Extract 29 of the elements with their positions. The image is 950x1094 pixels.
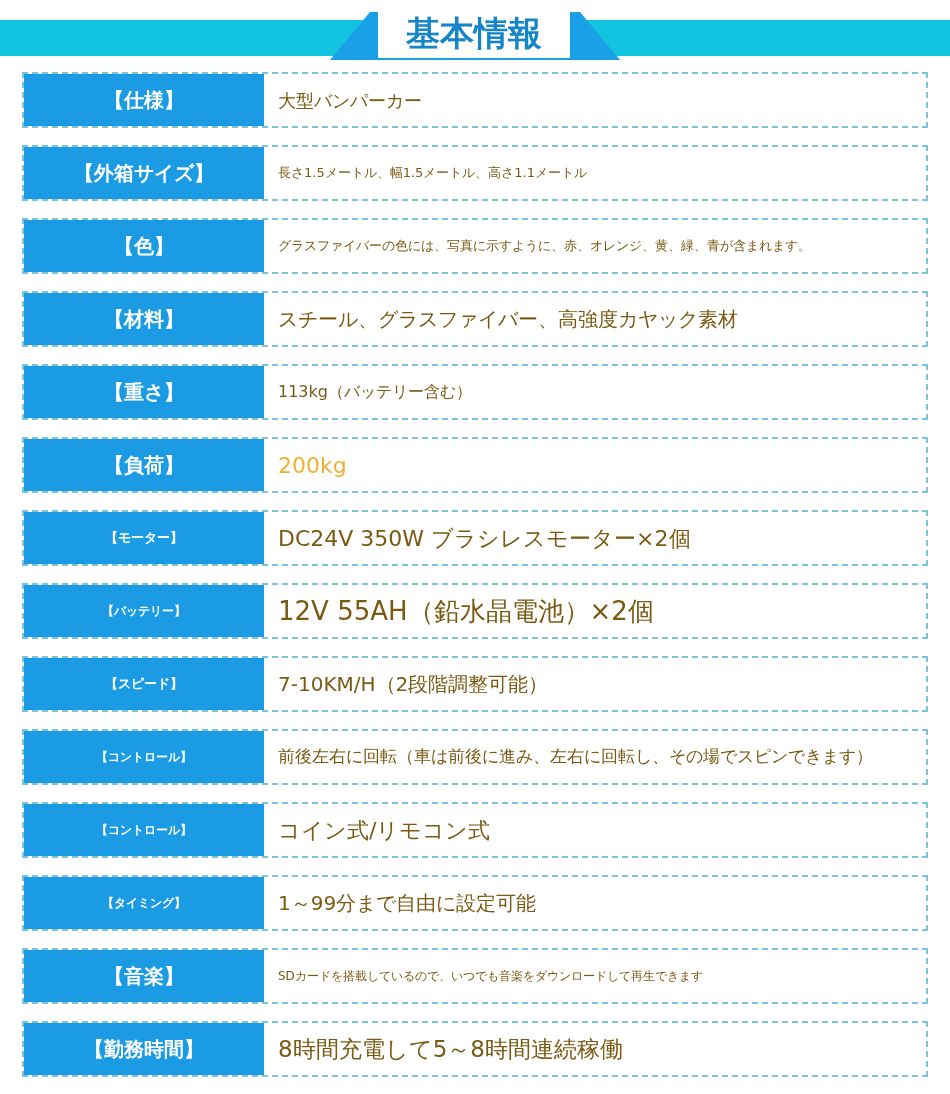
title: 基本情報 [406, 16, 542, 50]
row-value: 113kg（バッテリー含む） [278, 381, 472, 403]
row-label: 【外箱サイズ】 [74, 160, 214, 187]
row-value: SDカードを搭載しているので、いつでも音楽をダウンロードして再生できます [278, 968, 703, 985]
row-label: 【タイミング】 [102, 895, 186, 912]
row-label: 【スピード】 [105, 675, 183, 694]
row-label: 【コントロール】 [96, 822, 192, 839]
row-label: 【勤務時間】 [84, 1036, 204, 1063]
row-value: スチール、グラスファイバー、高強度カヤック素材 [278, 306, 738, 333]
row-label: 【色】 [114, 233, 174, 260]
row-value: 1～99分まで自由に設定可能 [278, 890, 537, 917]
row-value: グラスファイバーの色には、写真に示すように、赤、オレンジ、黄、緑、青が含まれます。 [278, 237, 811, 256]
row-value: 200kg [278, 451, 347, 480]
row-value: コイン式/リモコン式 [278, 816, 491, 845]
row-value: DC24V 350W ブラシレスモーター×2個 [278, 524, 691, 553]
row-label: 【負荷】 [104, 452, 184, 479]
row-value: 長さ1.5メートル、幅1.5メートル、高さ1.1メートル [278, 164, 588, 183]
row-label: 【重さ】 [104, 379, 184, 406]
row-label: 【仕様】 [104, 87, 184, 114]
row-value: 大型バンパーカー [278, 88, 422, 113]
row-label: 【モーター】 [105, 529, 183, 548]
row-label: 【バッテリー】 [102, 603, 186, 620]
row-label: 【コントロール】 [96, 749, 192, 766]
row-value: 12V 55AH（鉛水晶電池）×2個 [278, 594, 654, 628]
row-value: 8時間充電して5～8時間連続稼働 [278, 1034, 623, 1064]
row-value: 前後左右に回転（車は前後に進み、左右に回転し、その場でスピンできます） [278, 745, 873, 769]
row-value: 7-10KM/H（2段階調整可能） [278, 671, 549, 698]
row-label: 【材料】 [104, 306, 184, 333]
row-label: 【音楽】 [104, 963, 184, 990]
